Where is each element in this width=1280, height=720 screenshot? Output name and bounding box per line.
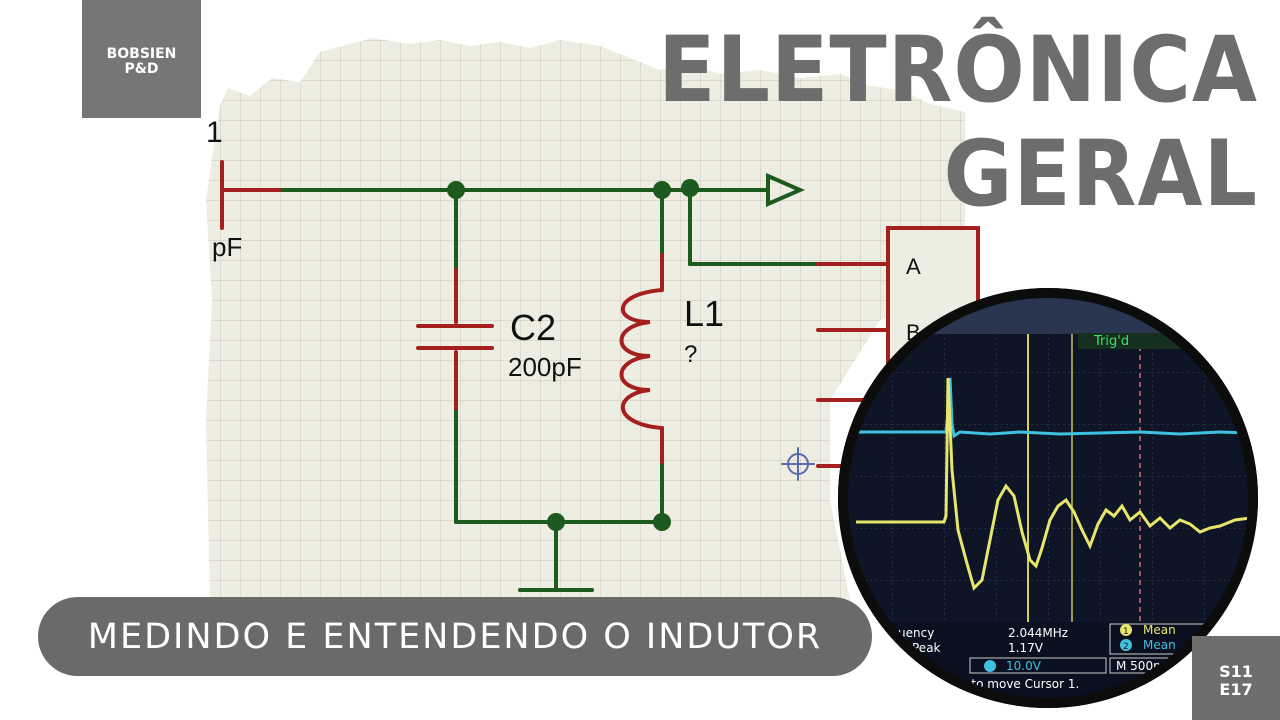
brand-line-2: P&D [124,61,159,77]
scope-ch1-mean-label: Mean [1143,623,1176,637]
left-fragment-number: 1 [206,116,223,149]
brand-line-1: BOBSIEN [106,46,177,62]
inductor-ref: L1 [684,293,724,334]
svg-text:1: 1 [1123,627,1129,637]
circuit-labels: 1 pF C2 200pF L1 ? A B [206,116,921,382]
title-line-1: ELETRÔNICA [658,16,1258,123]
season-label: S11 [1219,662,1253,681]
brand-logo: BOBSIEN P&D [82,0,201,118]
inductor-value: ? [684,341,697,368]
junction-dots [447,179,699,531]
ch1-trace [856,377,1251,591]
svg-text:2: 2 [1123,642,1129,652]
title-line-2: GERAL [943,120,1258,227]
probe-pin-a: A [906,254,921,279]
inductor-coil [619,288,664,430]
capacitor-symbol [416,324,494,350]
subtitle-text: MEDINDO E ENTENDENDO O INDUTOR [87,616,823,657]
scope-timebase: M 500n [1116,659,1161,673]
episode-badge: S11 E17 [1192,636,1280,720]
left-fragment-value: pF [212,232,242,262]
scope-hint: h to move Cursor 1. [960,677,1079,691]
scope-peak-value: 1.17V [1008,641,1044,655]
page-title: ELETRÔNICA GERAL [658,18,1258,225]
scope-trigger-label: Trig'd [1093,334,1129,349]
capacitor-value: 200pF [508,352,582,382]
scope-frequency-label: uency [898,626,934,640]
scope-volts: 10.0V [1006,659,1042,673]
episode-label: E17 [1219,680,1253,699]
capacitor-ref: C2 [510,307,556,348]
scope-ch2-mean-label: Mean [1143,638,1176,652]
subtitle-banner: MEDINDO E ENTENDENDO O INDUTOR [38,597,872,676]
output-arrow [766,172,805,208]
crosshair-icon [781,447,815,481]
scope-frequency-value: 2.044MHz [1008,626,1068,640]
